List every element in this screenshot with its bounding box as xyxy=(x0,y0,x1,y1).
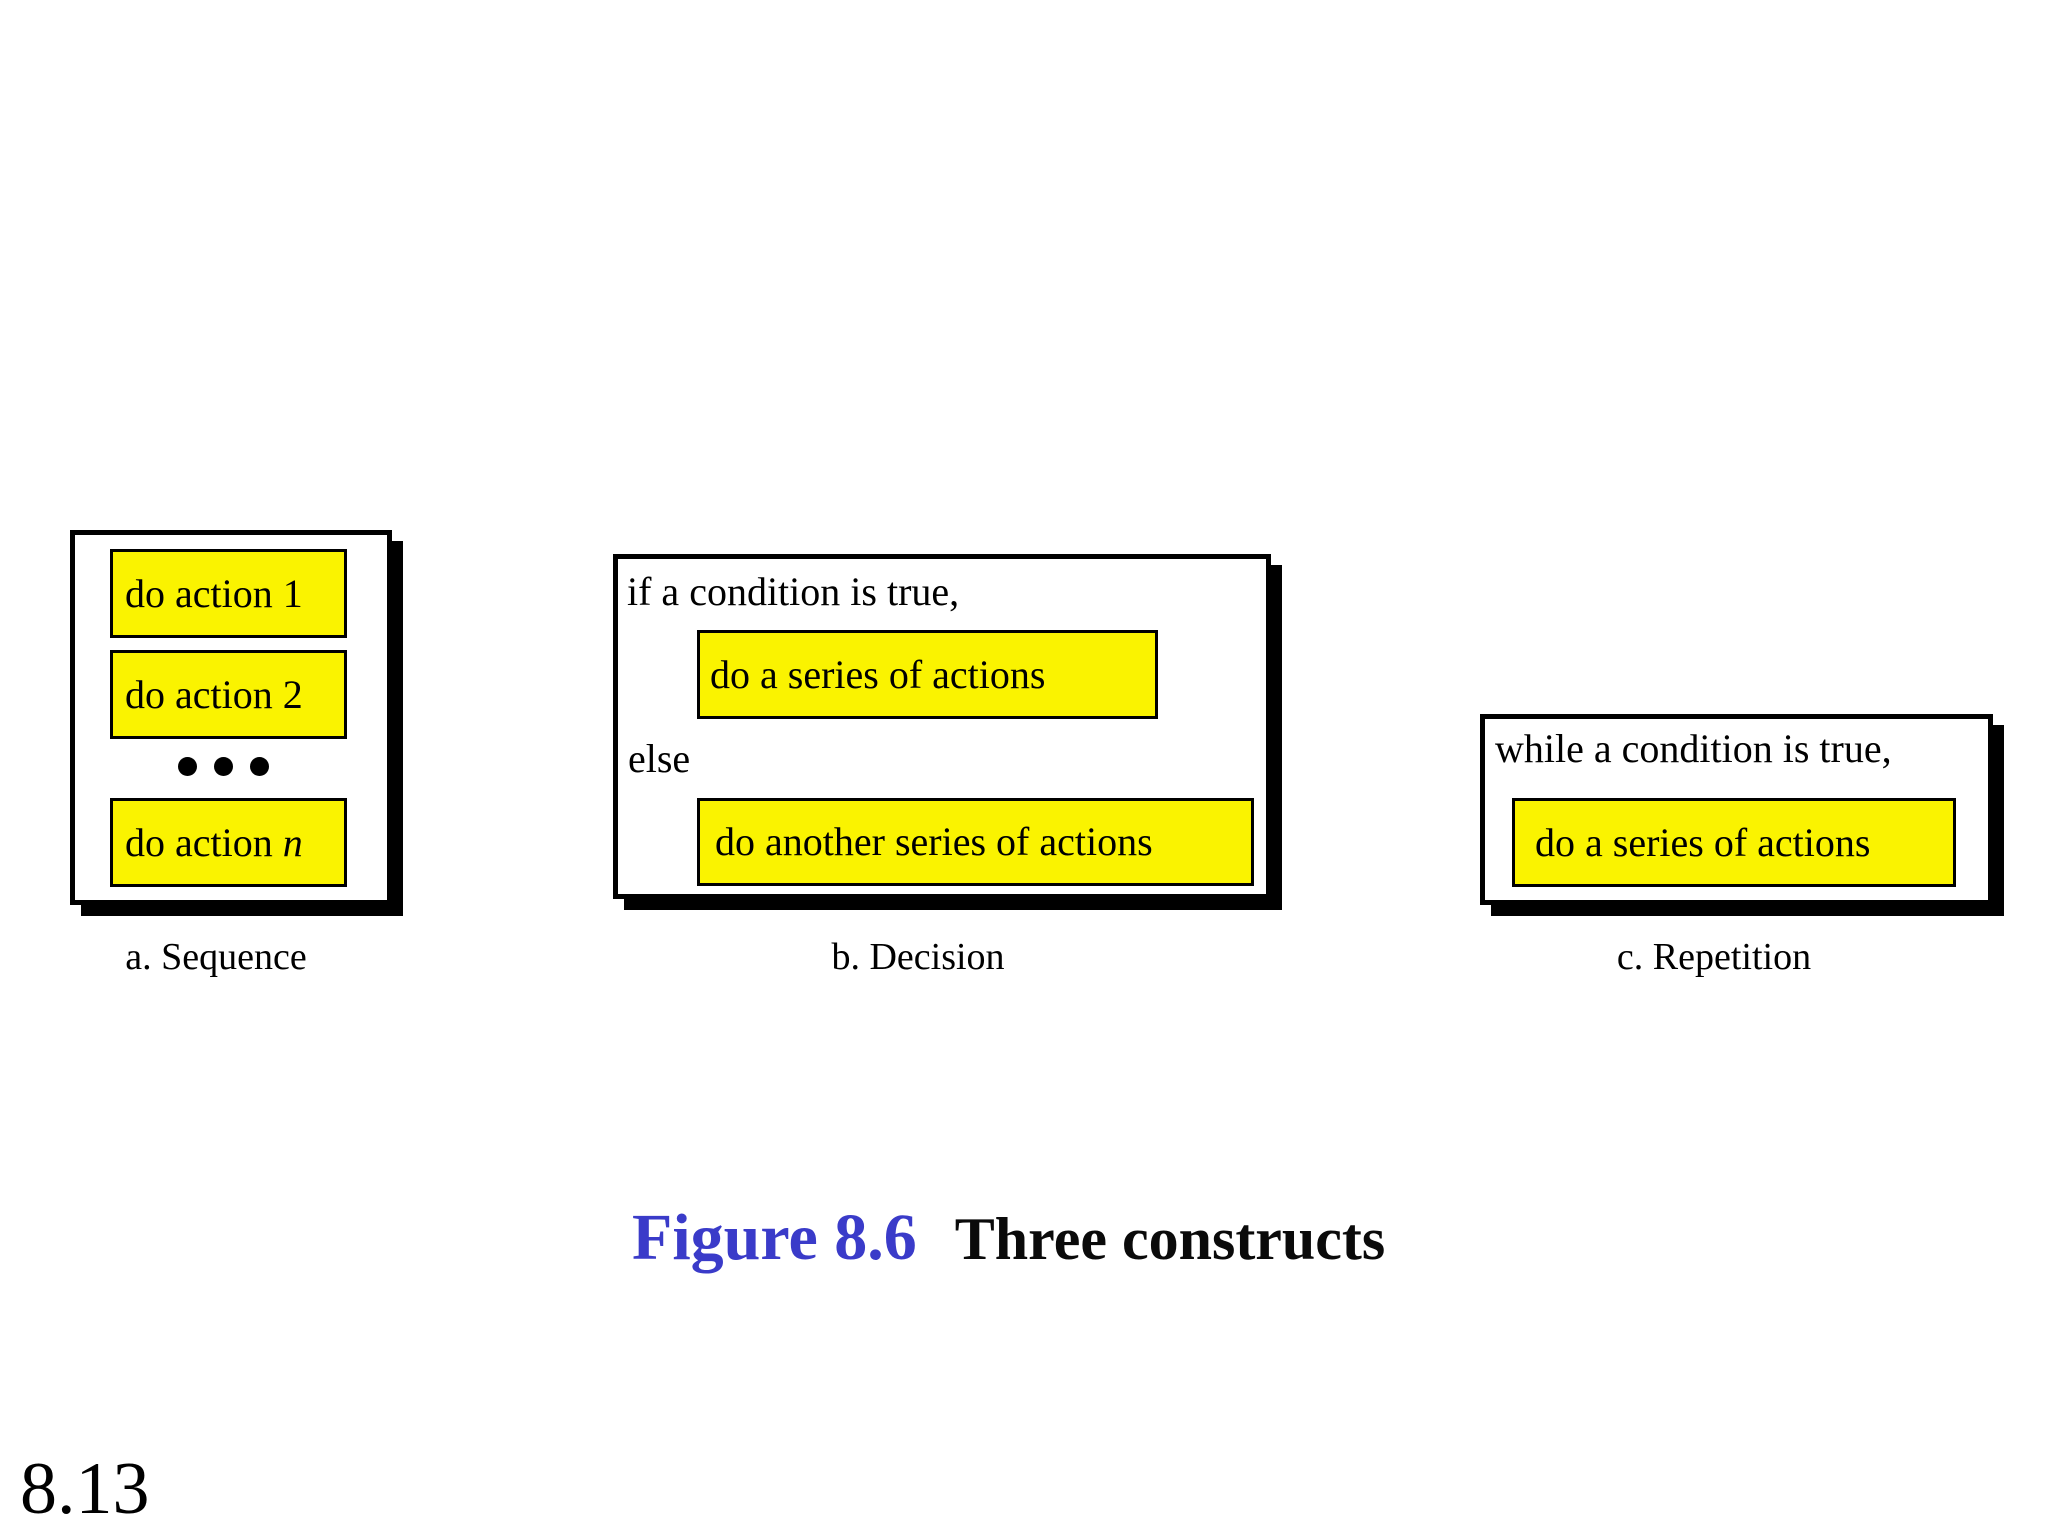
if-condition-label: if a condition is true, xyxy=(627,569,960,614)
sequence-panel: do action 1 do action 2 do action n xyxy=(70,530,392,905)
sequence-caption: a. Sequence xyxy=(125,936,307,978)
repetition-caption: c. Repetition xyxy=(1616,936,1812,978)
ellipsis-dot-icon xyxy=(250,757,269,776)
else-actions-label: do another series of actions xyxy=(715,819,1153,864)
action-box-2-label: do action 2 xyxy=(125,671,303,717)
figure-caption: Figure 8.6 Three constructs xyxy=(632,1200,1385,1276)
action-box-2: do action 2 xyxy=(110,650,347,739)
then-actions-label: do a series of actions xyxy=(710,651,1046,697)
action-box-n-variable: n xyxy=(282,819,303,865)
figure-title: Three constructs xyxy=(954,1206,1386,1272)
then-actions-box: do a series of actions xyxy=(697,630,1158,719)
figure-number: Figure 8.6 xyxy=(632,1201,917,1274)
ellipsis-dot-icon xyxy=(178,757,197,776)
while-condition-label: while a condition is true, xyxy=(1495,726,1892,771)
action-box-1-label: do action 1 xyxy=(125,570,303,616)
loop-actions-label: do a series of actions xyxy=(1535,819,1871,865)
page-number: 8.13 xyxy=(20,1448,150,1530)
loop-actions-box: do a series of actions xyxy=(1512,798,1956,887)
action-box-1: do action 1 xyxy=(110,549,347,638)
decision-panel: if a condition is true, do a series of a… xyxy=(613,554,1271,899)
else-label: else xyxy=(628,736,691,781)
else-actions-box: do another series of actions xyxy=(697,798,1254,886)
ellipsis-dot-icon xyxy=(214,757,233,776)
action-box-n: do action n xyxy=(110,798,347,887)
action-box-n-label: do action n xyxy=(125,819,303,865)
action-box-n-prefix: do action xyxy=(125,819,283,865)
decision-caption: b. Decision xyxy=(831,936,1005,978)
repetition-panel: while a condition is true, do a series o… xyxy=(1480,714,1993,905)
